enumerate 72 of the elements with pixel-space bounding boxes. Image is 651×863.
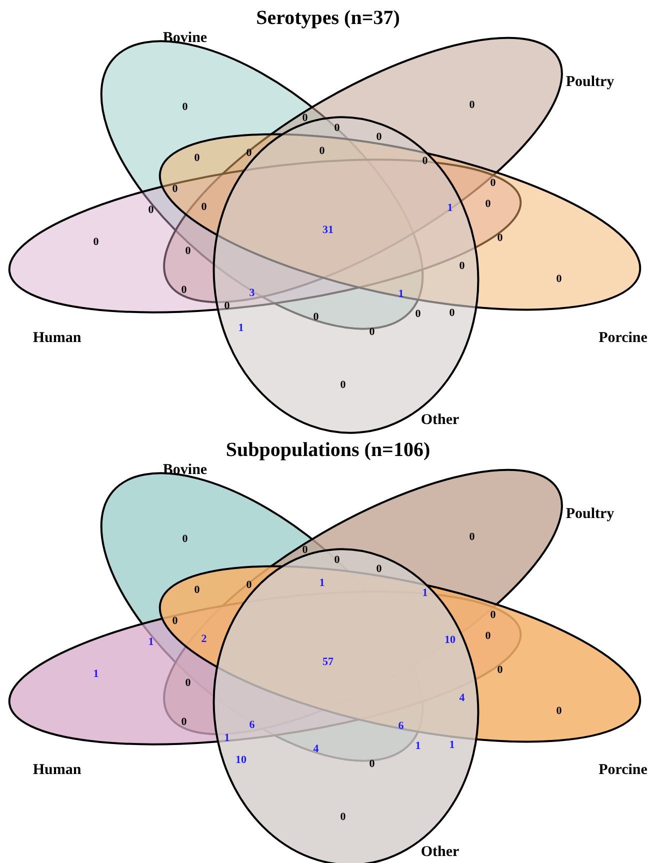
count-label: 1 <box>398 288 404 300</box>
set-label: Porcine <box>598 330 648 346</box>
count-label: 1 <box>447 202 453 214</box>
set-label: Other <box>420 844 460 860</box>
count-label: 1 <box>238 322 244 334</box>
count-label: 0 <box>469 531 475 543</box>
count-label: 0 <box>415 308 421 320</box>
count-label: 0 <box>497 664 503 676</box>
count-label: 1 <box>224 732 230 744</box>
count-label: 57 <box>322 656 334 668</box>
count-label: 1 <box>319 577 325 589</box>
count-label: 0 <box>224 300 230 312</box>
count-label: 0 <box>185 245 191 257</box>
count-label: 0 <box>376 131 382 143</box>
set-label: Other <box>420 412 460 428</box>
count-label: 4 <box>313 743 319 755</box>
count-label: 0 <box>469 99 475 111</box>
count-label: 0 <box>302 112 308 124</box>
count-label: 0 <box>334 554 340 566</box>
count-label: 1 <box>93 668 99 680</box>
count-label: 0 <box>490 609 496 621</box>
count-label: 0 <box>148 204 154 216</box>
count-label: 0 <box>302 544 308 556</box>
chart-title: Serotypes (n=37) <box>256 7 400 29</box>
count-label: 1 <box>449 739 455 751</box>
count-label: 0 <box>181 284 187 296</box>
count-label: 31 <box>322 224 334 236</box>
count-label: 10 <box>236 754 246 766</box>
count-label: 0 <box>376 563 382 575</box>
count-label: 0 <box>181 716 187 728</box>
count-label: 6 <box>398 720 404 732</box>
count-label: 0 <box>422 155 428 167</box>
set-label: Human <box>32 330 82 346</box>
count-label: 0 <box>556 273 562 285</box>
count-label: 4 <box>459 692 465 704</box>
set-label: Poultry <box>566 74 614 90</box>
count-label: 10 <box>444 634 456 646</box>
count-label: 0 <box>194 584 200 596</box>
count-label: 0 <box>182 101 188 113</box>
count-label: 0 <box>246 147 252 159</box>
count-label: 0 <box>172 183 178 195</box>
count-label: 0 <box>93 236 99 248</box>
count-label: 0 <box>556 705 562 717</box>
set-label: Porcine <box>598 762 648 778</box>
count-label: 0 <box>246 579 252 591</box>
count-label: 0 <box>182 533 188 545</box>
count-label: 1 <box>148 636 154 648</box>
set-label: Human <box>32 762 82 778</box>
count-label: 0 <box>201 201 207 213</box>
count-label: 0 <box>369 326 375 338</box>
count-label: 1 <box>422 587 428 599</box>
count-label: 2 <box>201 633 207 645</box>
count-label: 0 <box>194 152 200 164</box>
count-label: 0 <box>334 122 340 134</box>
count-label: 0 <box>485 198 491 210</box>
set-label: Poultry <box>566 506 614 522</box>
count-label: 0 <box>485 630 491 642</box>
count-label: 0 <box>313 311 319 323</box>
count-label: 0 <box>497 232 503 244</box>
count-label: 0 <box>340 379 346 391</box>
count-label: 0 <box>319 145 325 157</box>
count-label: 0 <box>490 177 496 189</box>
count-label: 3 <box>249 287 255 299</box>
count-label: 1 <box>415 740 421 752</box>
count-label: 0 <box>172 615 178 627</box>
count-label: 0 <box>449 307 455 319</box>
count-label: 0 <box>340 811 346 823</box>
count-label: 6 <box>249 719 255 731</box>
count-label: 0 <box>369 758 375 770</box>
chart-title: Subpopulations (n=106) <box>226 439 430 461</box>
count-label: 0 <box>459 260 465 272</box>
count-label: 0 <box>185 677 191 689</box>
